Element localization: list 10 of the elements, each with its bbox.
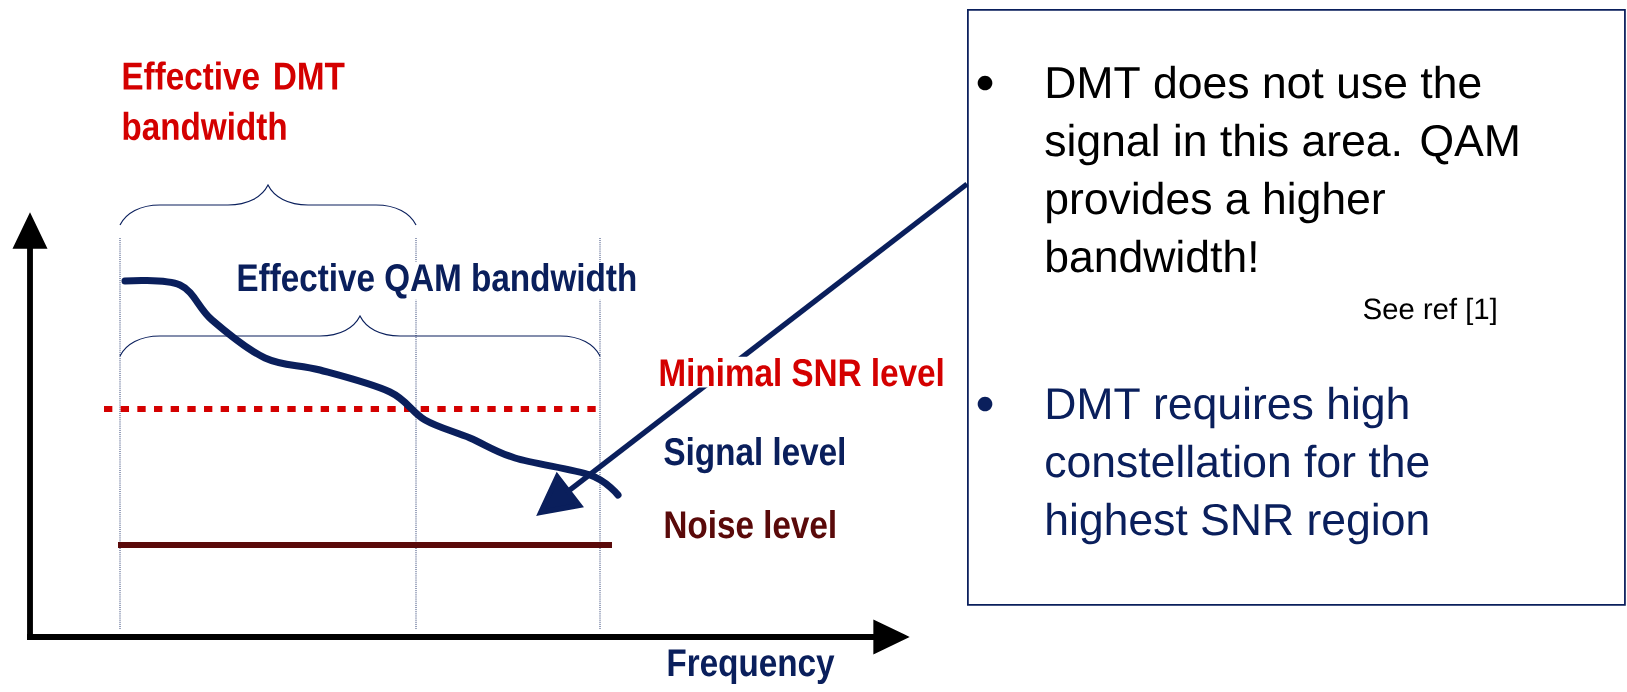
- bullet-text: DMT requires high constellation for the highest SNR region: [1046, 386, 1429, 545]
- bandwidth-label: Effective DMT bandwidth: [120, 60, 363, 142]
- callout-box: [967, 9, 1626, 606]
- bullet-text: DMT does not use the signal in this area. QAM provides a higher bandwidth!: [1045, 65, 1518, 273]
- level-label: Signal level: [662, 435, 848, 475]
- level-label: Minimal SNR level: [657, 356, 946, 388]
- axis-label: Frequency: [665, 648, 836, 686]
- level-label: Noise level: [662, 508, 839, 540]
- reference-note: See ref [1]: [1363, 297, 1496, 326]
- bandwidth-label: Effective QAM bandwidth: [235, 261, 639, 300]
